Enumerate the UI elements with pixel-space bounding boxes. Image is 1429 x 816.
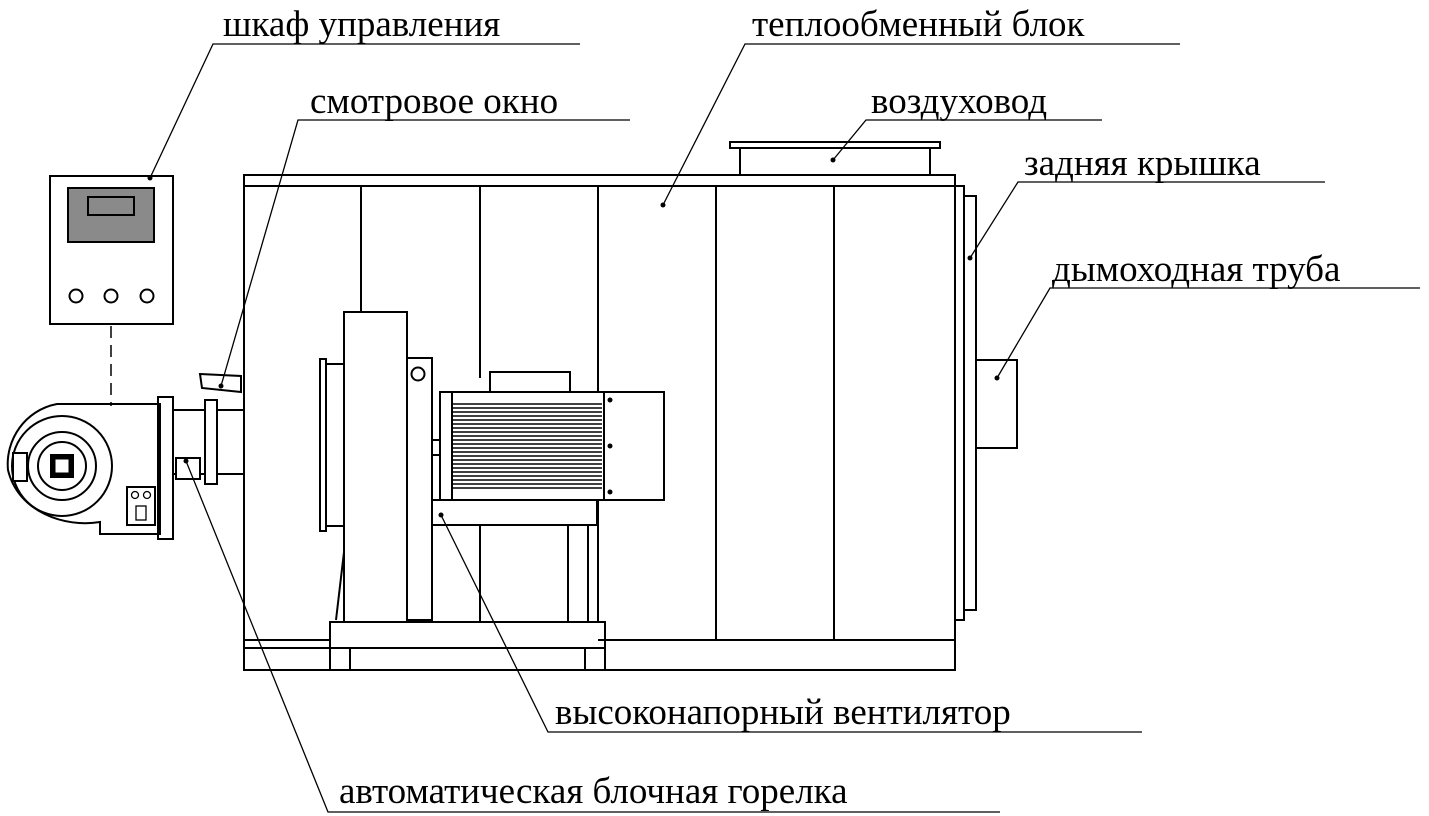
label-sight-window: смотровое окно: [310, 81, 558, 122]
control-cabinet: [49, 175, 174, 406]
chimney-pipe: [975, 359, 1018, 449]
high-pressure-fan: [319, 311, 665, 670]
label-control-cabinet: шкаф управления: [223, 4, 500, 45]
rear-cover: [954, 185, 977, 621]
label-heat-exchanger: теплообменный блок: [752, 4, 1086, 45]
label-chimney: дымоходная труба: [1052, 249, 1340, 290]
label-air-duct: воздуховод: [871, 81, 1047, 122]
label-fan: высоконапорный вентилятор: [555, 692, 1011, 733]
leader-lines: [147, 43, 1420, 813]
burner: [6, 372, 245, 540]
air-duct: [729, 141, 941, 175]
label-rear-cover: задняя крышка: [1024, 143, 1261, 184]
heat-exchanger-housing: [243, 174, 956, 671]
motor-cooling-fins: [452, 403, 602, 489]
label-burner: автоматическая блочная горелка: [339, 771, 848, 812]
